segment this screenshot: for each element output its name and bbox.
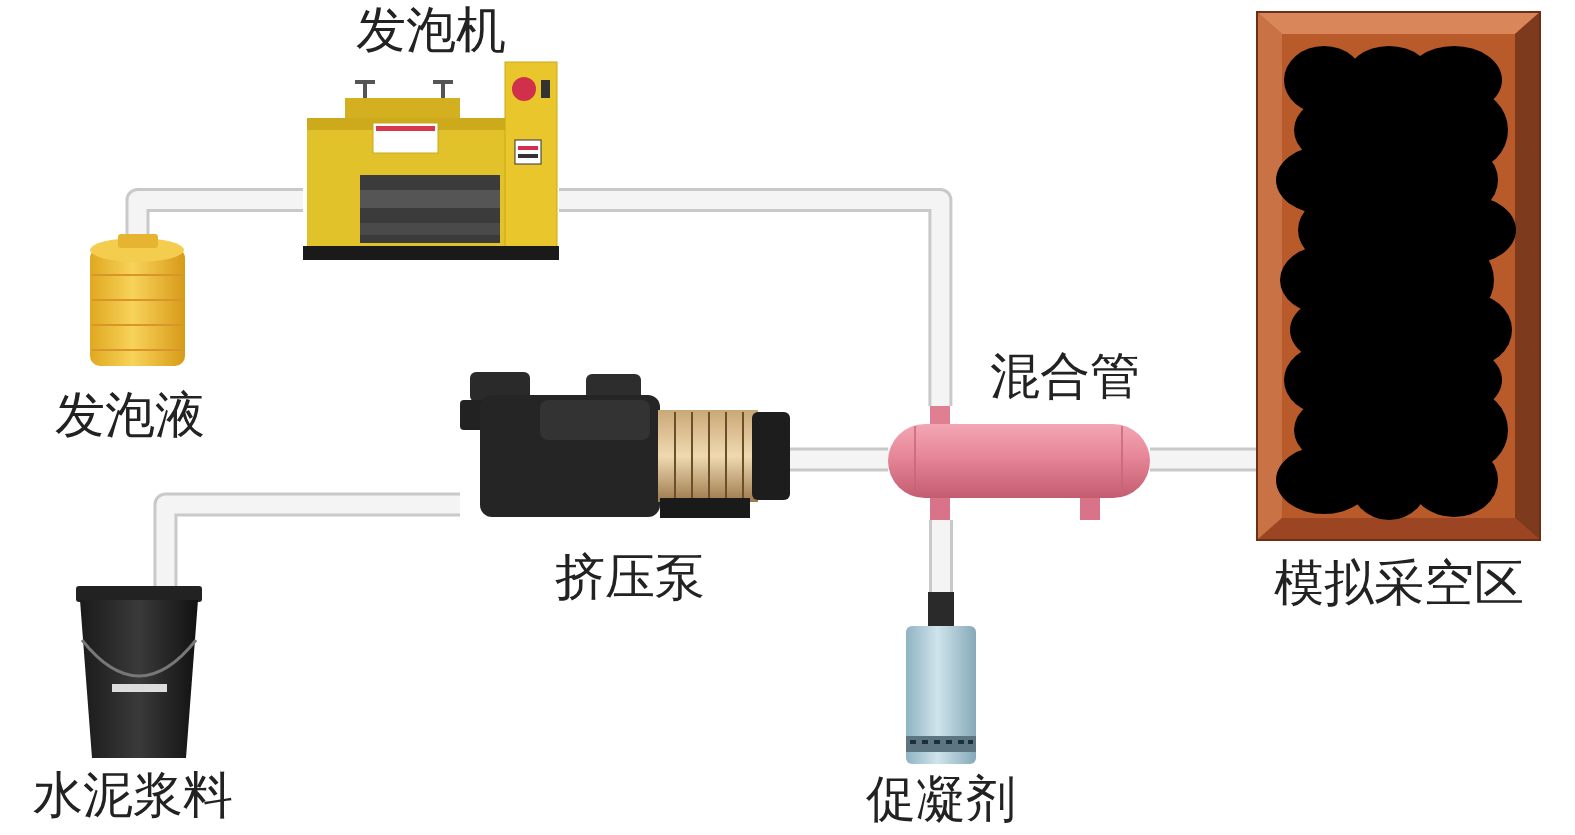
pipe-body bbox=[932, 520, 950, 592]
pipe-connector bbox=[138, 200, 304, 234]
equipment-label: 模拟采空区 bbox=[1274, 556, 1524, 611]
equipment-node: 挤压泵 bbox=[460, 365, 790, 520]
foaming-machine bbox=[303, 62, 559, 260]
pipe-connector bbox=[790, 459, 888, 460]
pipe-outline bbox=[165, 505, 460, 587]
simulated-goaf bbox=[1257, 12, 1540, 540]
equipment-label: 挤压泵 bbox=[555, 550, 705, 605]
equipment-label: 混合管 bbox=[990, 349, 1140, 404]
pipe-body bbox=[1150, 451, 1257, 469]
equipment-node: 促凝剂 bbox=[906, 592, 976, 764]
equipment-node: 水泥浆料 bbox=[76, 586, 202, 760]
pipe-body bbox=[165, 505, 460, 587]
pipe-outline bbox=[1150, 448, 1257, 472]
equipment-node: 发泡机 bbox=[303, 62, 559, 262]
mixing-tube bbox=[888, 406, 1150, 520]
equipment-label: 水泥浆料 bbox=[33, 768, 233, 823]
foam-liquid-tank bbox=[90, 234, 185, 366]
equipment-node: 混合管 bbox=[888, 406, 1150, 520]
pipe-body bbox=[790, 451, 888, 469]
cement-slurry-bucket bbox=[76, 586, 202, 758]
pipe-connector bbox=[165, 505, 460, 587]
pipe-body bbox=[138, 200, 304, 234]
extrusion-pump bbox=[460, 372, 790, 518]
pipe-outline bbox=[929, 520, 953, 592]
rock bbox=[1410, 443, 1498, 517]
equipment-node: 模拟采空区 bbox=[1257, 12, 1540, 540]
pipe-outline bbox=[138, 200, 304, 234]
pipe-connector bbox=[1150, 459, 1257, 460]
accelerator-container bbox=[906, 592, 976, 764]
equipment-label: 发泡液 bbox=[55, 388, 205, 443]
pipe-outline bbox=[790, 448, 888, 472]
equipment-node: 发泡液 bbox=[90, 234, 185, 368]
equipment-label: 促凝剂 bbox=[866, 772, 1016, 827]
equipment-label: 发泡机 bbox=[356, 3, 506, 58]
pipe-connector bbox=[941, 520, 942, 592]
